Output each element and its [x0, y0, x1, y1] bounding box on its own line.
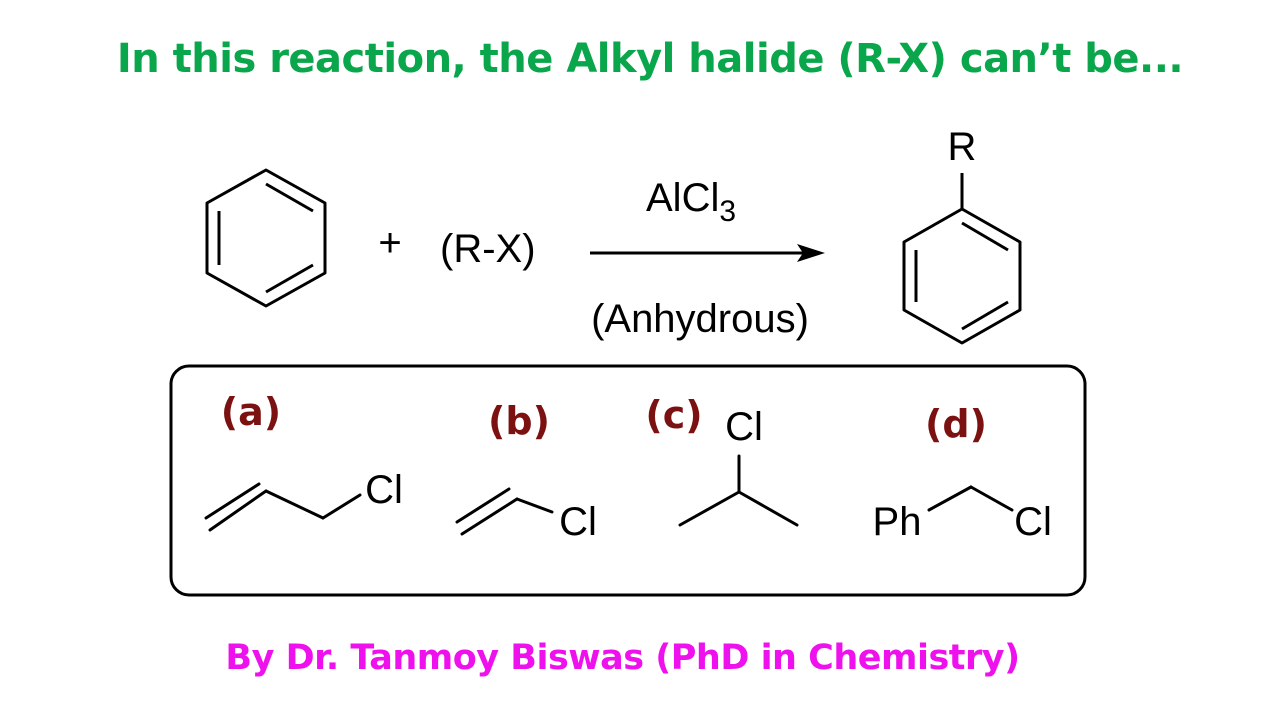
double-bond-inner: [204, 482, 261, 520]
option-c-chlorine: Cl: [725, 405, 763, 449]
option-c-label: (c): [645, 393, 702, 437]
option-b-structure: [455, 487, 554, 536]
benzene-double-bond: [265, 182, 314, 213]
ph-c-bond: [927, 485, 973, 512]
option-d-phenyl: Ph: [873, 500, 922, 544]
product-substituent: R: [948, 125, 977, 169]
benzene-double-bond: [265, 263, 314, 294]
option-b-label: (b): [488, 399, 550, 443]
option-a-structure: [204, 482, 362, 532]
double-bond-inner: [455, 487, 511, 524]
plus-sign: +: [378, 221, 401, 265]
double-bond-outer: [208, 489, 268, 532]
c-cl-bond: [515, 497, 554, 514]
option-d-chlorine: Cl: [1014, 500, 1052, 544]
option-a-label: (a): [221, 390, 281, 434]
reaction-arrow: [590, 244, 825, 262]
single-bond-right: [737, 490, 799, 527]
c-cl-bond: [321, 493, 362, 520]
double-bond-outer: [460, 497, 519, 536]
option-c-structure: [678, 454, 799, 527]
benzene-double-bond: [961, 221, 1009, 252]
alkylbenzene-product: [902, 173, 1022, 345]
benzene-ring: [902, 207, 1022, 345]
option-a-chlorine: Cl: [365, 468, 403, 512]
catalyst-label: AlCl3: [646, 176, 736, 228]
question-title: In this reaction, the Alkyl halide (R-X)…: [116, 36, 1184, 82]
single-bond: [264, 489, 325, 520]
benzene-double-bond: [961, 300, 1009, 331]
options-box: [169, 364, 1087, 597]
benzene-reactant: [205, 168, 327, 308]
single-bond-left: [678, 490, 741, 527]
c-cl-bond: [969, 485, 1014, 512]
option-d-label: (d): [925, 402, 987, 446]
benzene-ring: [205, 168, 327, 308]
author-credit: By Dr. Tanmoy Biswas (PhD in Chemistry): [225, 638, 1020, 678]
arrow-head: [797, 244, 825, 262]
option-b-chlorine: Cl: [559, 500, 597, 544]
condition-label: (Anhydrous): [591, 297, 809, 341]
alkyl-halide-reactant: (R-X): [440, 227, 536, 271]
option-d-structure: [927, 485, 1014, 512]
